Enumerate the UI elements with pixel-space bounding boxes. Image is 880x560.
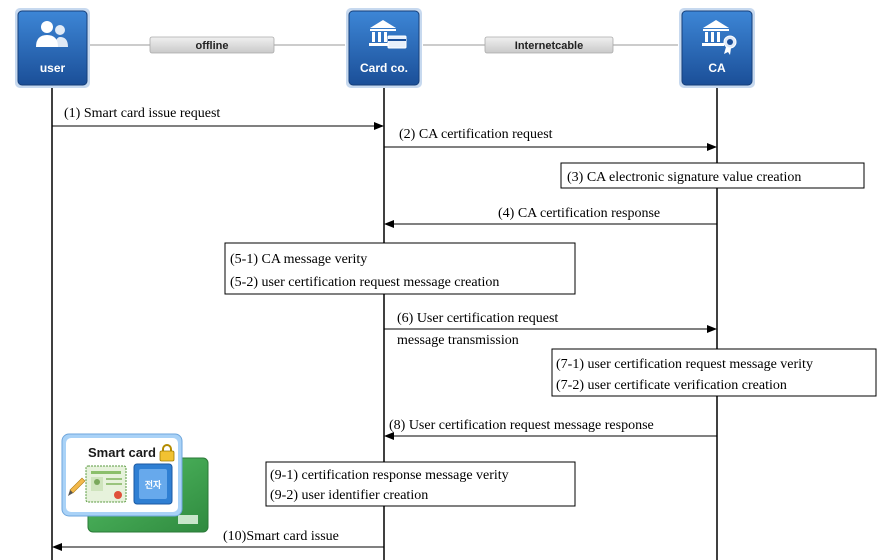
cardco-actor: Card co. <box>346 8 422 88</box>
offline-link-pill: offline <box>149 36 275 54</box>
smart-card-title: Smart card <box>88 445 156 460</box>
message-6-label-line2: message transmission <box>397 333 519 348</box>
note-3-text: (3) CA electronic signature value creati… <box>567 170 801 185</box>
note-9-2-text: (9-2) user identifier creation <box>270 488 428 503</box>
ca-actor-label: CA <box>708 61 726 75</box>
note-5: (5-1) CA message verity (5-2) user certi… <box>224 242 576 295</box>
smart-card-illustration: Smart card 전자 <box>61 433 209 533</box>
ca-actor: CA <box>679 8 755 88</box>
note-9-1-text: (9-1) certification response message ver… <box>270 468 509 483</box>
user-actor: user <box>15 8 90 88</box>
chip-text: 전자 <box>145 479 162 490</box>
note-7-2-text: (7-2) user certificate verification crea… <box>556 378 787 393</box>
message-1-label: (1) Smart card issue request <box>64 106 220 121</box>
note-5-1-text: (5-1) CA message verity <box>230 252 367 267</box>
message-4-label: (4) CA certification response <box>498 206 660 221</box>
offline-link-label: offline <box>196 40 229 52</box>
bank-card-icon <box>369 20 407 49</box>
internet-link-pill: Internetcable <box>484 36 614 54</box>
message-8-label: (8) User certification request message r… <box>389 418 654 433</box>
message-2-label: (2) CA certification request <box>399 127 553 142</box>
message-10-label: (10)Smart card issue <box>223 529 339 544</box>
certificate-icon <box>85 465 127 503</box>
note-7: (7-1) user certification request message… <box>551 348 877 397</box>
note-5-2-text: (5-2) user certification request message… <box>230 275 499 290</box>
chip-icon: 전자 <box>133 463 173 505</box>
users-icon <box>36 21 68 47</box>
note-7-1-text: (7-1) user certification request message… <box>556 357 813 372</box>
message-6-label-line1: (6) User certification request <box>397 311 558 326</box>
internet-link-label: Internetcable <box>515 40 583 52</box>
user-actor-label: user <box>40 61 66 75</box>
note-9: (9-1) certification response message ver… <box>265 461 576 507</box>
lock-icon <box>159 444 175 462</box>
ca-authority-icon <box>702 20 737 55</box>
cardco-actor-label: Card co. <box>360 61 408 75</box>
pen-icon <box>68 477 86 496</box>
note-3: (3) CA electronic signature value creati… <box>560 162 865 189</box>
